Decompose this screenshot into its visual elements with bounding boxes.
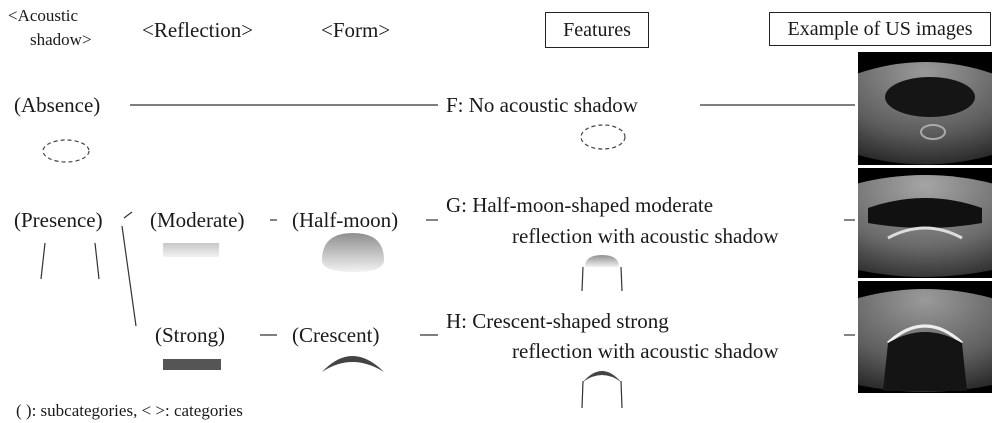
feature-h-shadow-left [581,380,584,409]
ultrasound-image-h-graphic [858,281,992,393]
absence-dashed-ellipse-icon [42,139,90,163]
feature-g-shadow-left [581,266,584,292]
feature-g-half-moon-icon [585,255,619,267]
feature-g-line2: reflection with acoustic shadow [512,224,779,248]
ultrasound-image-f-graphic [858,52,992,165]
label-presence: (Presence) [14,208,103,232]
presence-branch-stub [123,211,133,219]
header-acoustic-shadow-line2: shadow> [30,30,92,49]
feature-g-line1: G: Half-moon-shaped moderate [446,193,714,217]
label-moderate: (Moderate) [150,208,245,232]
header-examples: Example of US images [787,18,973,40]
presence-shadow-right-line [94,242,100,280]
moderate-gradient-bar-icon [163,243,219,257]
crescent-icon [322,356,384,372]
presence-branch-to-strong [121,225,137,327]
ultrasound-image-g-graphic [858,168,992,278]
label-crescent: (Crescent) [292,323,380,347]
feature-h-crescent-icon [583,371,621,382]
half-moon-icon [322,233,384,272]
header-features: Features [563,19,631,41]
header-acoustic-shadow-line1: <Acoustic [8,6,79,25]
ultrasound-image-f [858,52,992,165]
header-form: <Form> [321,18,391,42]
feature-g-shadow-right [620,266,623,292]
ultrasound-image-h [858,281,992,393]
header-reflection: <Reflection> [142,18,254,42]
header-examples-box: Example of US images [769,12,991,46]
label-strong: (Strong) [155,323,225,347]
feature-h-line1: H: Crescent-shaped strong [446,309,669,333]
feature-h-shadow-right [620,380,623,409]
feature-f-dashed-ellipse-icon [580,124,626,150]
presence-shadow-left-line [40,242,46,280]
label-absence: (Absence) [14,93,101,117]
strong-dark-bar-icon [163,359,221,370]
feature-f-text: F: No acoustic shadow [446,93,638,117]
feature-h-line2: reflection with acoustic shadow [512,339,779,363]
header-features-box: Features [545,12,649,48]
label-half-moon: (Half-moon) [292,208,399,232]
ultrasound-image-g [858,168,992,278]
footnote-legend: ( ): subcategories, < >: categories [16,401,243,420]
